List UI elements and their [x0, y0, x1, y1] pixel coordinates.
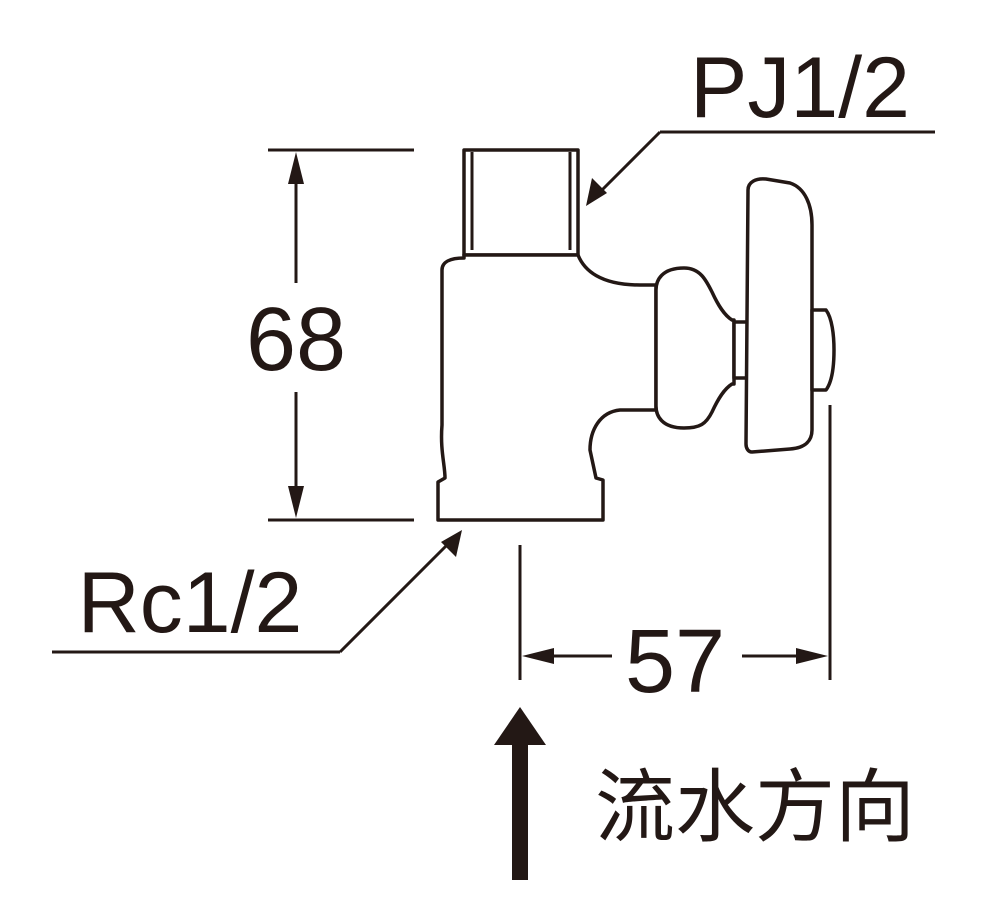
- arrow-up-icon: [494, 707, 546, 745]
- valve-body: [436, 148, 836, 522]
- handle: [744, 177, 814, 454]
- inlet-thread-label: Rc1/2: [78, 555, 303, 651]
- bonnet: [654, 266, 736, 430]
- outlet-leader: [586, 130, 935, 206]
- arrow-down-icon: [288, 486, 304, 518]
- arrow-left-icon: [522, 648, 554, 664]
- leader-arrow-icon: [586, 178, 607, 206]
- leader-arrow-icon: [441, 530, 462, 557]
- height-dimension: [268, 148, 414, 522]
- height-label: 68: [246, 290, 346, 390]
- outlet-pipe: [462, 148, 580, 257]
- depth-label: 57: [625, 612, 725, 712]
- flow-direction-arrow: [494, 707, 546, 880]
- flow-direction-label: 流水方向: [595, 761, 915, 854]
- handle-cap: [810, 308, 836, 392]
- arrow-right-icon: [796, 648, 828, 664]
- inlet-leader: [52, 530, 462, 654]
- depth-dimension: [518, 405, 832, 680]
- main-body: [436, 253, 658, 522]
- outlet-thread-label: PJ1/2: [690, 40, 910, 136]
- arrow-up-icon: [288, 152, 304, 184]
